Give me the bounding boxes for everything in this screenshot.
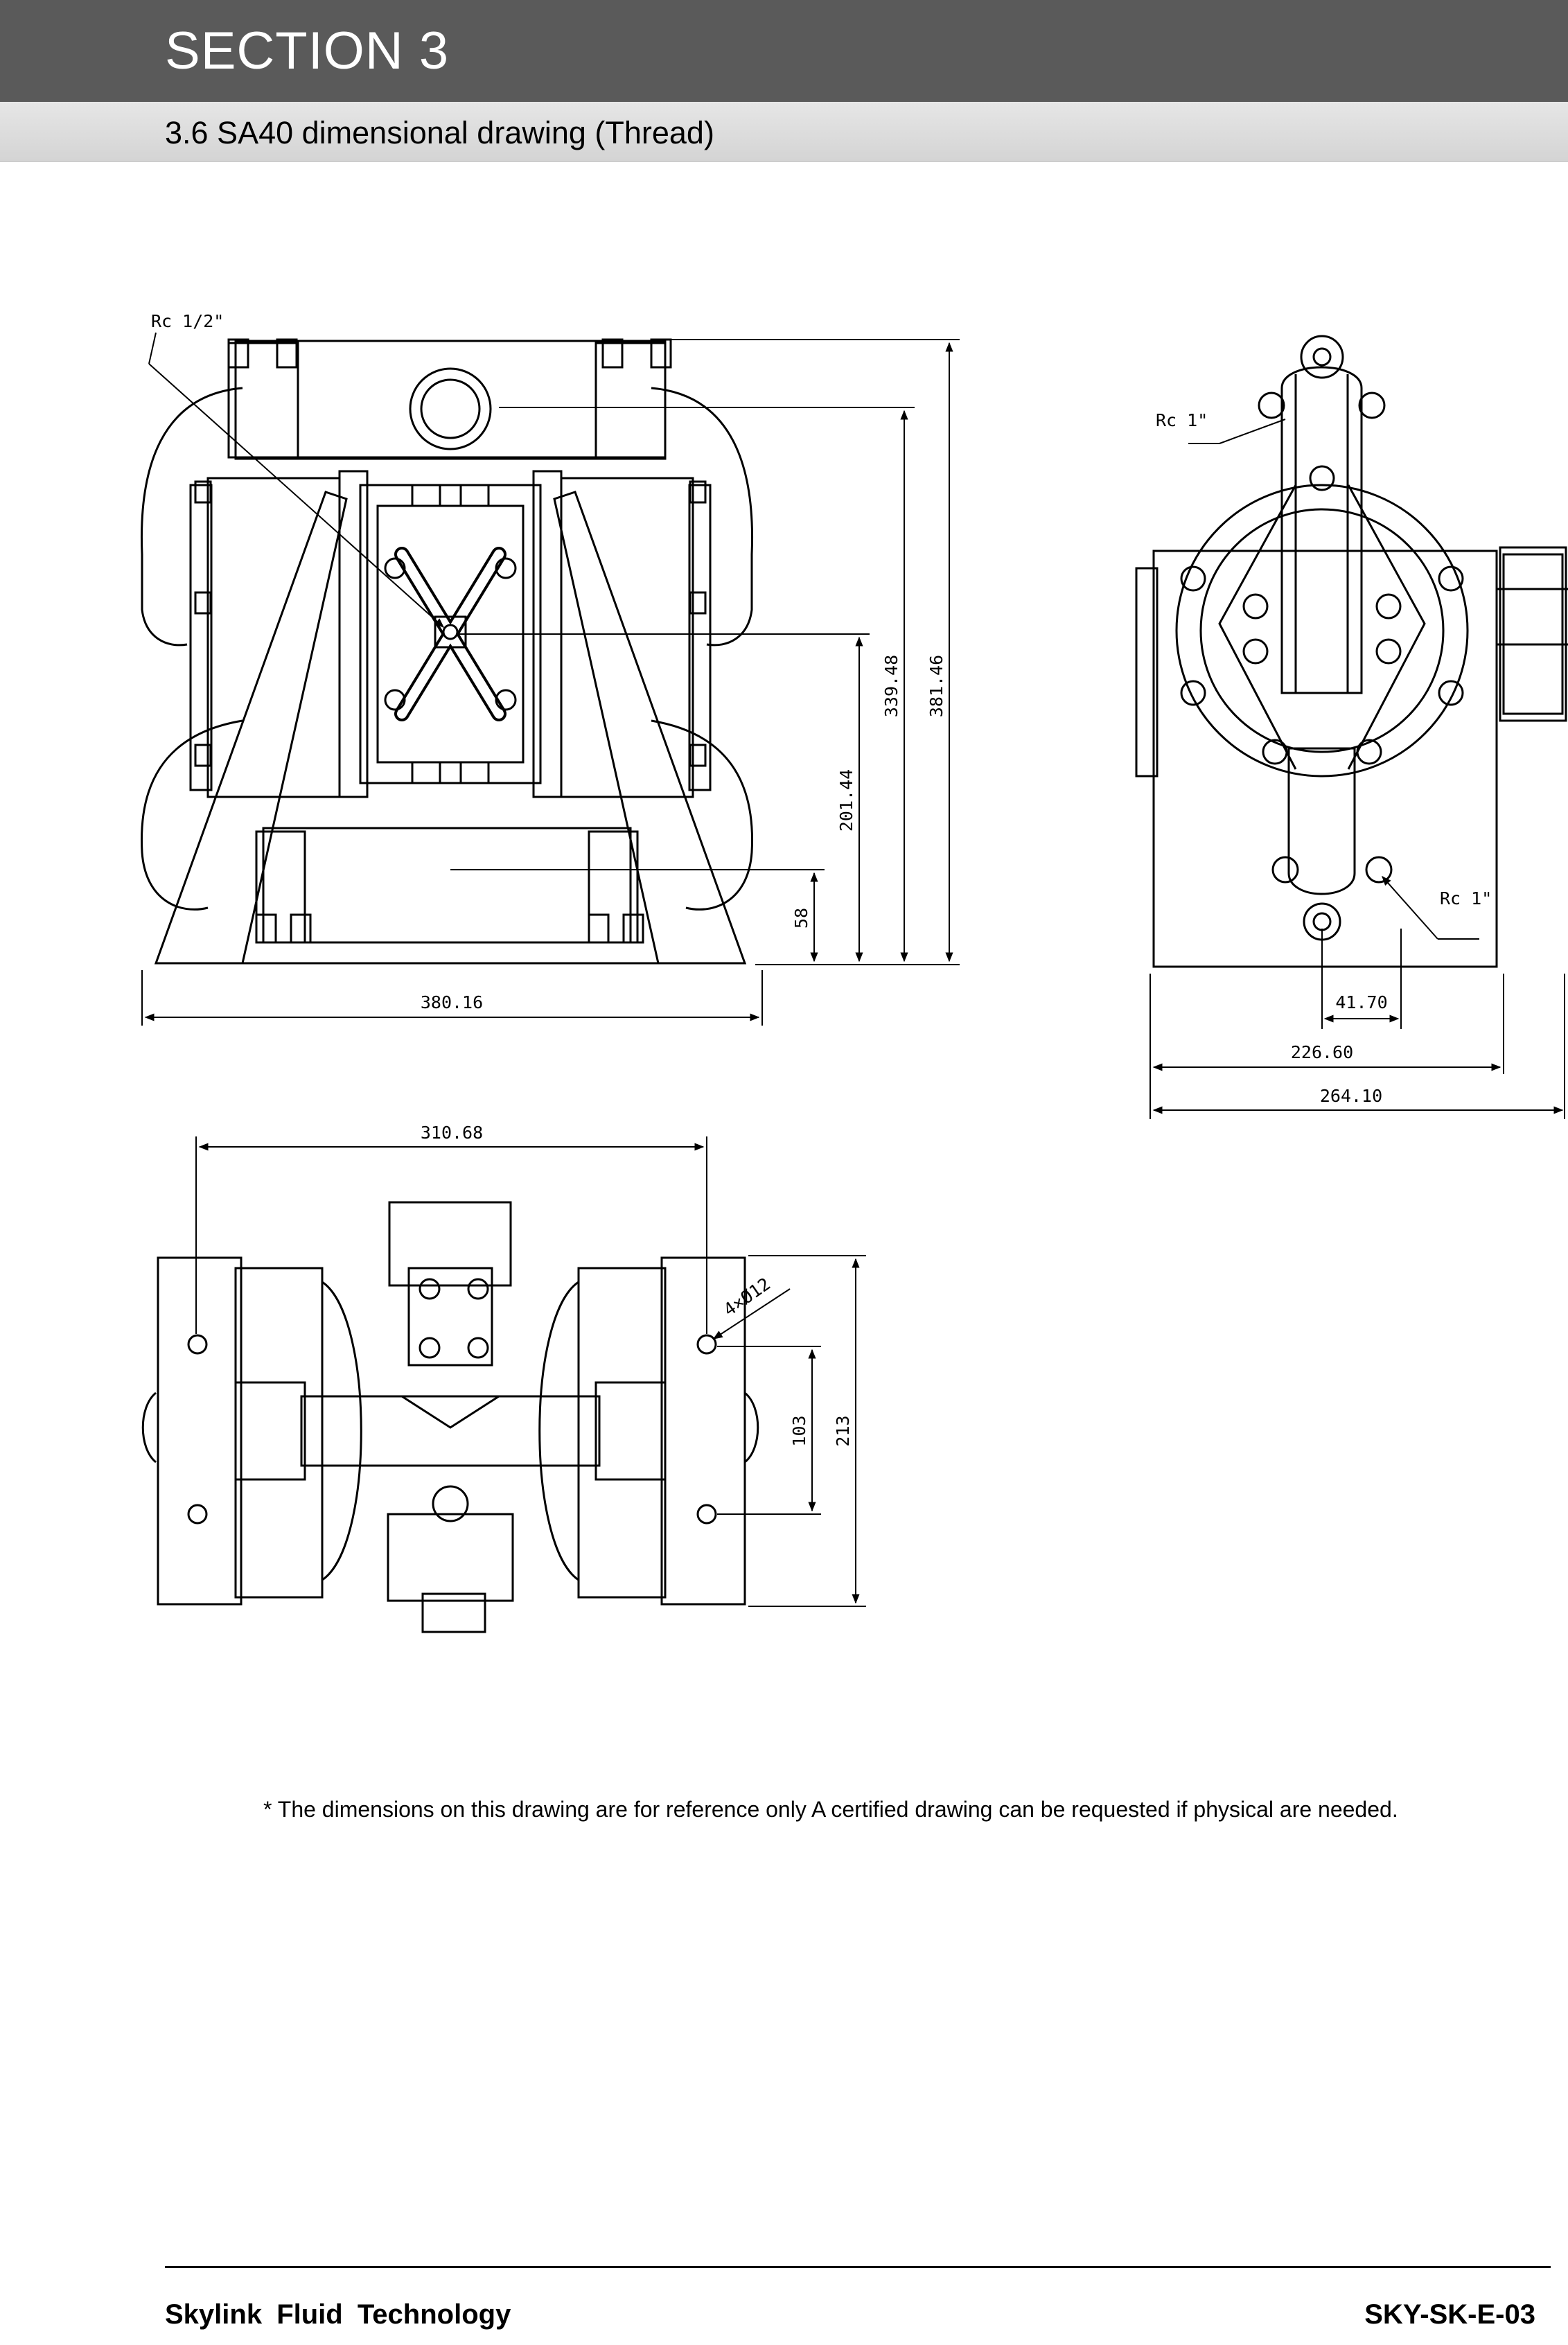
section-title: SECTION 3 [165,21,450,80]
bottom-holes-label: 4×Ø12 [720,1274,774,1320]
bottom-hole-span: 310.68 [421,1123,483,1143]
drawing-subtitle: 3.6 SA40 dimensional drawing (Thread) [165,115,714,150]
footer-company: Skylink Fluid Technology [165,2299,511,2330]
front-width: 380.16 [421,992,483,1012]
side-inlet-label: Rc 1" [1440,888,1492,908]
bottom-depth-outer: 213 [833,1415,853,1446]
bottom-dimensions [195,1136,866,1607]
side-outlet-label: Rc 1" [1156,410,1208,430]
front-height-total: 381.46 [926,655,946,717]
footer-divider [165,2266,1551,2268]
front-dimensions [141,332,960,1026]
reference-note: * The dimensions on this drawing are for… [263,1797,1398,1822]
side-width-outer: 264.10 [1320,1086,1382,1106]
front-height-center: 201.44 [836,769,856,832]
side-dimensions [1149,419,1565,1119]
front-view [141,338,753,965]
side-width-inner: 226.60 [1291,1042,1353,1062]
front-height-outlet: 339.48 [881,655,901,717]
footer-doc-code: SKY-SK-E-03 [1364,2299,1535,2330]
front-height-inlet: 58 [791,908,811,929]
bottom-view [141,1201,759,1633]
bottom-depth-inner: 103 [789,1415,809,1446]
section-header-bar [0,0,1568,102]
subtitle-bar [0,102,1568,162]
side-view [1135,335,1568,968]
side-offset: 41.70 [1335,992,1387,1012]
front-air-inlet-label: Rc 1/2" [151,311,224,331]
